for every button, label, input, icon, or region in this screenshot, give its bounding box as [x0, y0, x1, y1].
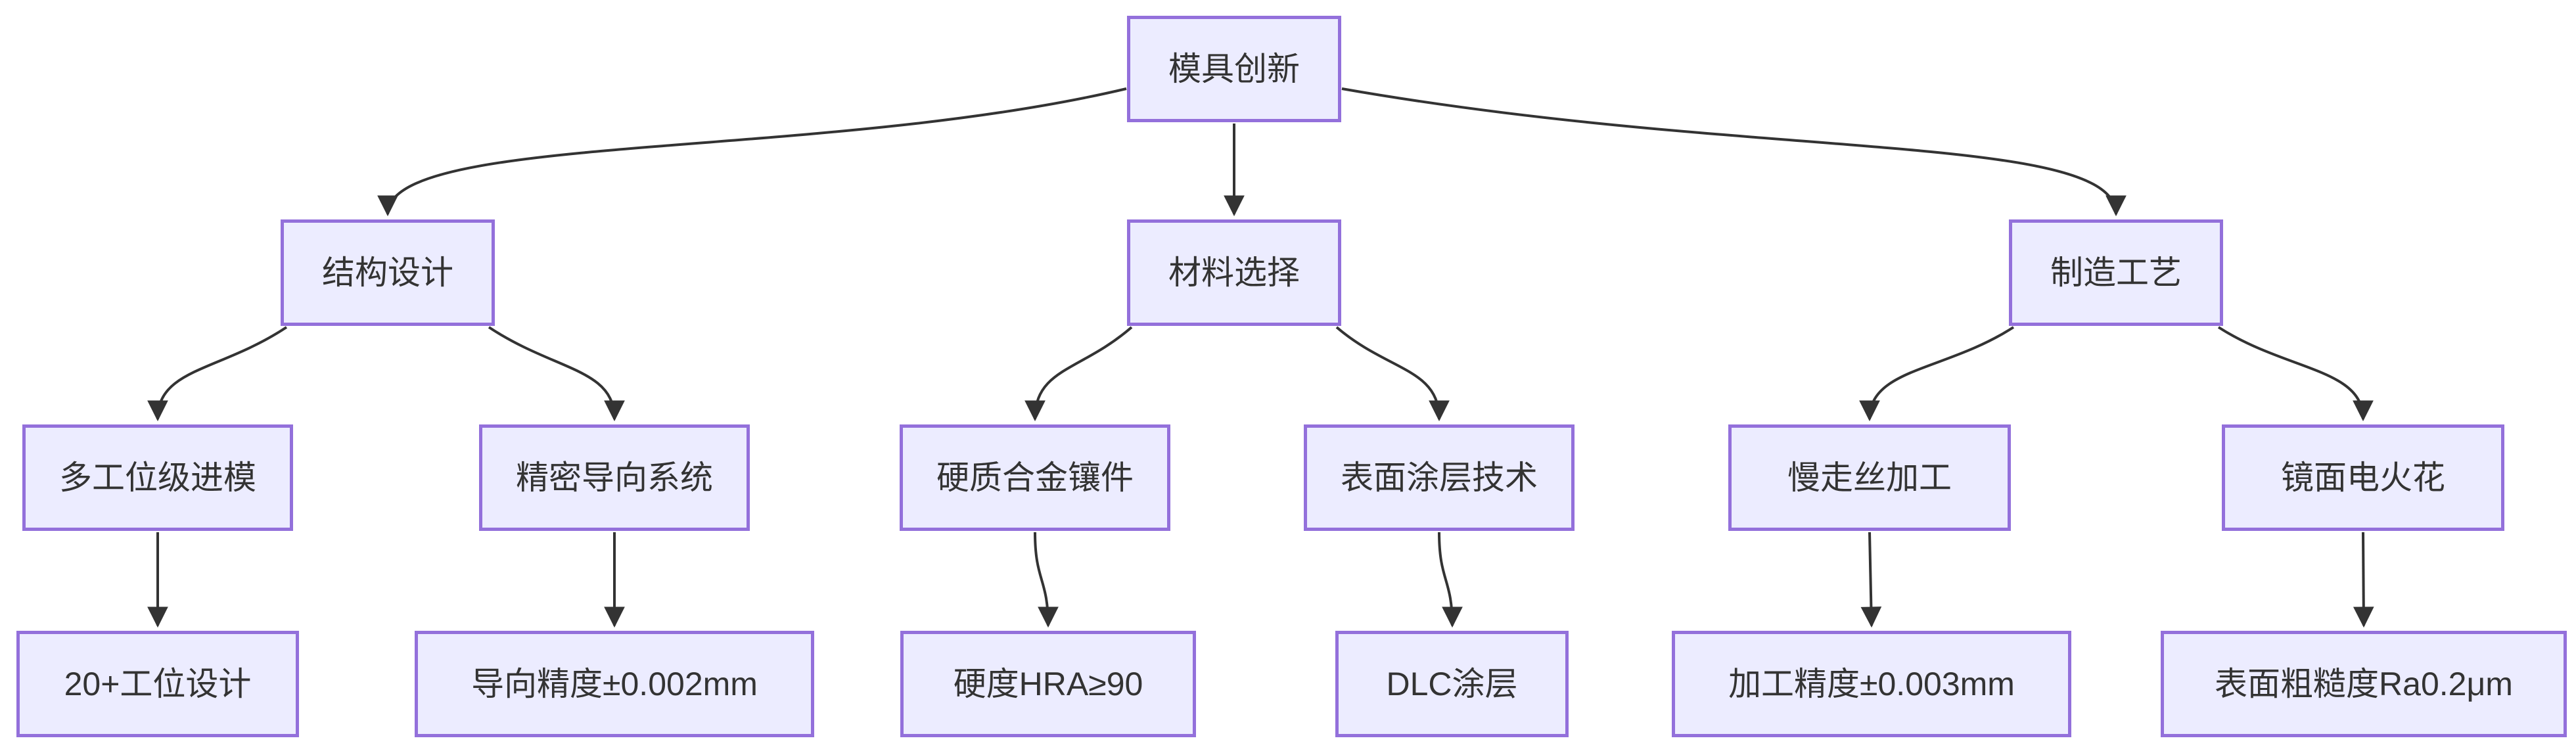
node-guide-system: 精密导向系统	[479, 424, 750, 531]
node-hardness: 硬度HRA≥90	[900, 631, 1196, 737]
edge-root-structure	[377, 87, 1127, 217]
edge-material-coating	[1335, 326, 1450, 422]
edge-material-carbide	[1024, 326, 1133, 422]
node-dlc-coating: DLC涂层	[1335, 631, 1569, 737]
node-manufacturing: 制造工艺	[2009, 219, 2223, 326]
node-guide-precision: 导向精度±0.002mm	[415, 631, 814, 737]
node-station-design: 20+工位设计	[16, 631, 299, 737]
edge-structure-guide	[488, 326, 625, 422]
node-wire-cut: 慢走丝加工	[1728, 424, 2011, 531]
edge-wirecut-precision	[1860, 532, 1882, 628]
edge-process-wirecut	[1859, 326, 2015, 422]
edge-carbide-hardness	[1034, 532, 1059, 628]
node-mirror-edm: 镜面电火花	[2222, 424, 2504, 531]
edge-structure-progressive	[147, 326, 288, 422]
node-structure-design: 结构设计	[281, 219, 495, 326]
edge-edm-roughness	[2353, 532, 2374, 628]
node-material-selection: 材料选择	[1127, 219, 1341, 326]
node-progressive-die: 多工位级进模	[22, 424, 293, 531]
node-root: 模具创新	[1127, 16, 1341, 122]
node-surface-coating: 表面涂层技术	[1304, 424, 1575, 531]
node-machining-precision: 加工精度±0.003mm	[1672, 631, 2071, 737]
node-carbide-insert: 硬质合金镶件	[900, 424, 1170, 531]
edge-process-edm	[2217, 326, 2374, 422]
node-surface-roughness: 表面粗糙度Ra0.2μm	[2161, 631, 2567, 737]
edge-root-process	[1341, 87, 2127, 217]
edge-coating-dlc	[1438, 532, 1463, 628]
